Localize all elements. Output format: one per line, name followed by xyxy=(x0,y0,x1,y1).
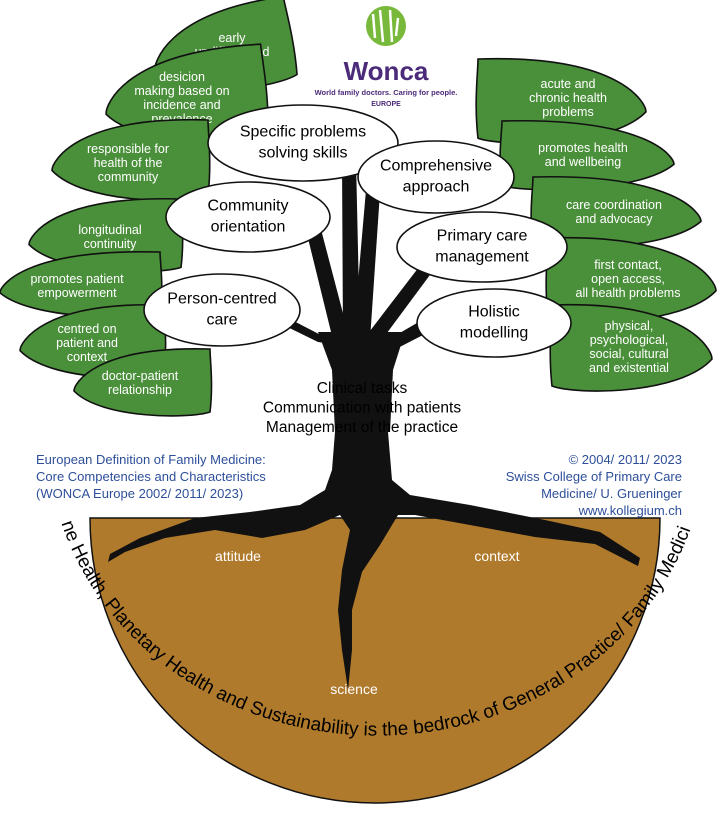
leaf-shape xyxy=(549,303,713,392)
caption-right-line: Medicine/ U. Grueninger xyxy=(541,486,683,501)
leaf-left-3-line: continuity xyxy=(84,237,138,251)
leaf-right-3-line: open access, xyxy=(591,272,665,286)
caption-right-line: Swiss College of Primary Care xyxy=(506,469,682,484)
leaf-left-6-line: doctor-patient xyxy=(102,369,179,383)
competency-5-line: Holistic xyxy=(468,304,520,321)
leaf-shape xyxy=(545,236,717,323)
caption-left-line: (WONCA Europe 2002/ 2011/ 2023) xyxy=(36,486,243,501)
leaf-right-4-line: social, cultural xyxy=(589,347,668,361)
leaves-layer: earlyundiffentiatedstagesdesicionmaking … xyxy=(0,0,717,417)
competency-2-line: orientation xyxy=(211,219,286,236)
leaf-left-2-line: community xyxy=(98,170,159,184)
leaf-left-5-line: centred on xyxy=(57,322,116,336)
caption-right-line: www.kollegium.ch xyxy=(578,503,682,518)
logo-name: Wonca xyxy=(344,56,429,86)
leaf-left-2-line: responsible for xyxy=(87,142,169,156)
wonca-logo: Wonca World family doctors. Caring for p… xyxy=(315,6,458,108)
leaf-right-3: first contact,open access,all health pro… xyxy=(545,236,717,323)
competency-oval xyxy=(357,140,515,214)
competency-oval xyxy=(207,104,399,182)
leaf-right-3-line: first contact, xyxy=(594,258,661,272)
logo-tagline: World family doctors. Caring for people. xyxy=(315,88,458,97)
soil-half-circle xyxy=(89,517,661,804)
competency-2: Community orientation xyxy=(165,181,331,253)
leaf-left-4-line: promotes patient xyxy=(30,272,124,286)
root-label-context: context xyxy=(474,548,519,564)
competency-0-line: Specific problems xyxy=(240,124,366,141)
competency-oval xyxy=(416,288,572,358)
leaf-left-3-line: longitudinal xyxy=(78,223,141,237)
competency-oval xyxy=(165,181,331,253)
leaf-shape xyxy=(73,348,213,417)
leaf-right-1-line: promotes health xyxy=(538,141,628,155)
leaf-left-1-line: incidence and xyxy=(143,98,220,112)
tree-roots xyxy=(108,432,640,690)
leaf-right-1-line: and wellbeing xyxy=(545,155,621,169)
leaf-right-0-line: chronic health xyxy=(529,91,607,105)
leaf-left-1-line: making based on xyxy=(134,84,229,98)
competency-1-line: Comprehensive xyxy=(380,158,492,175)
competency-oval xyxy=(396,211,568,283)
competency-4-line: care xyxy=(206,312,237,329)
leaf-right-4-line: psychological, xyxy=(590,333,669,347)
root-label-attitude: attitude xyxy=(215,548,261,564)
logo-region: EUROPE xyxy=(371,101,401,108)
leaf-left-1-line: desicion xyxy=(159,70,205,84)
leaf-right-0-line: problems xyxy=(542,105,593,119)
leaf-right-4-line: and existential xyxy=(589,361,669,375)
competency-0-line: solving skills xyxy=(259,145,348,162)
leaf-left-0-line: early xyxy=(218,31,246,45)
leaf-right-4-line: physical, xyxy=(605,319,654,333)
task-line: Clinical tasks xyxy=(317,380,408,397)
competency-1-line: approach xyxy=(403,179,470,196)
root-label-science: science xyxy=(330,681,378,697)
leaf-left-5-line: patient and xyxy=(56,336,118,350)
leaf-left-4-line: empowerment xyxy=(37,286,117,300)
competency-4-line: Person-centred xyxy=(167,291,276,308)
competency-0: Specific problems solving skills xyxy=(207,104,399,182)
caption-left: European Definition of Family Medicine: C… xyxy=(36,452,266,501)
leaf-left-5-line: context xyxy=(67,350,108,364)
competency-3: Primary care management xyxy=(396,211,568,283)
leaf-left-6-line: relationship xyxy=(108,383,172,397)
leaf-right-2-line: and advocacy xyxy=(575,212,653,226)
competency-5-line: modelling xyxy=(460,325,528,342)
competency-2-line: Community xyxy=(208,198,289,215)
competency-5: Holistic modelling xyxy=(416,288,572,358)
competency-3-line: Primary care xyxy=(437,228,528,245)
leaf-shape xyxy=(51,119,211,202)
caption-left-line: Core Competencies and Characteristics xyxy=(36,469,266,484)
competency-4: Person-centred care xyxy=(143,273,301,347)
leaf-right-4: physical,psychological,social, culturala… xyxy=(549,303,713,392)
task-line: Management of the practice xyxy=(266,419,458,436)
task-line: Communication with patients xyxy=(263,400,461,417)
leaf-right-0-line: acute and xyxy=(541,77,596,91)
wonca-globe-icon xyxy=(366,6,406,46)
caption-right-line: © 2004/ 2011/ 2023 xyxy=(569,452,682,467)
competency-oval xyxy=(143,273,301,347)
leaf-left-2-line: health of the xyxy=(94,156,163,170)
leaf-right-2-line: care coordination xyxy=(566,198,662,212)
leaf-right-3-line: all health problems xyxy=(576,286,681,300)
competency-1: Comprehensive approach xyxy=(357,140,515,214)
competency-3-line: management xyxy=(435,249,529,266)
caption-left-line: European Definition of Family Medicine: xyxy=(36,452,266,467)
